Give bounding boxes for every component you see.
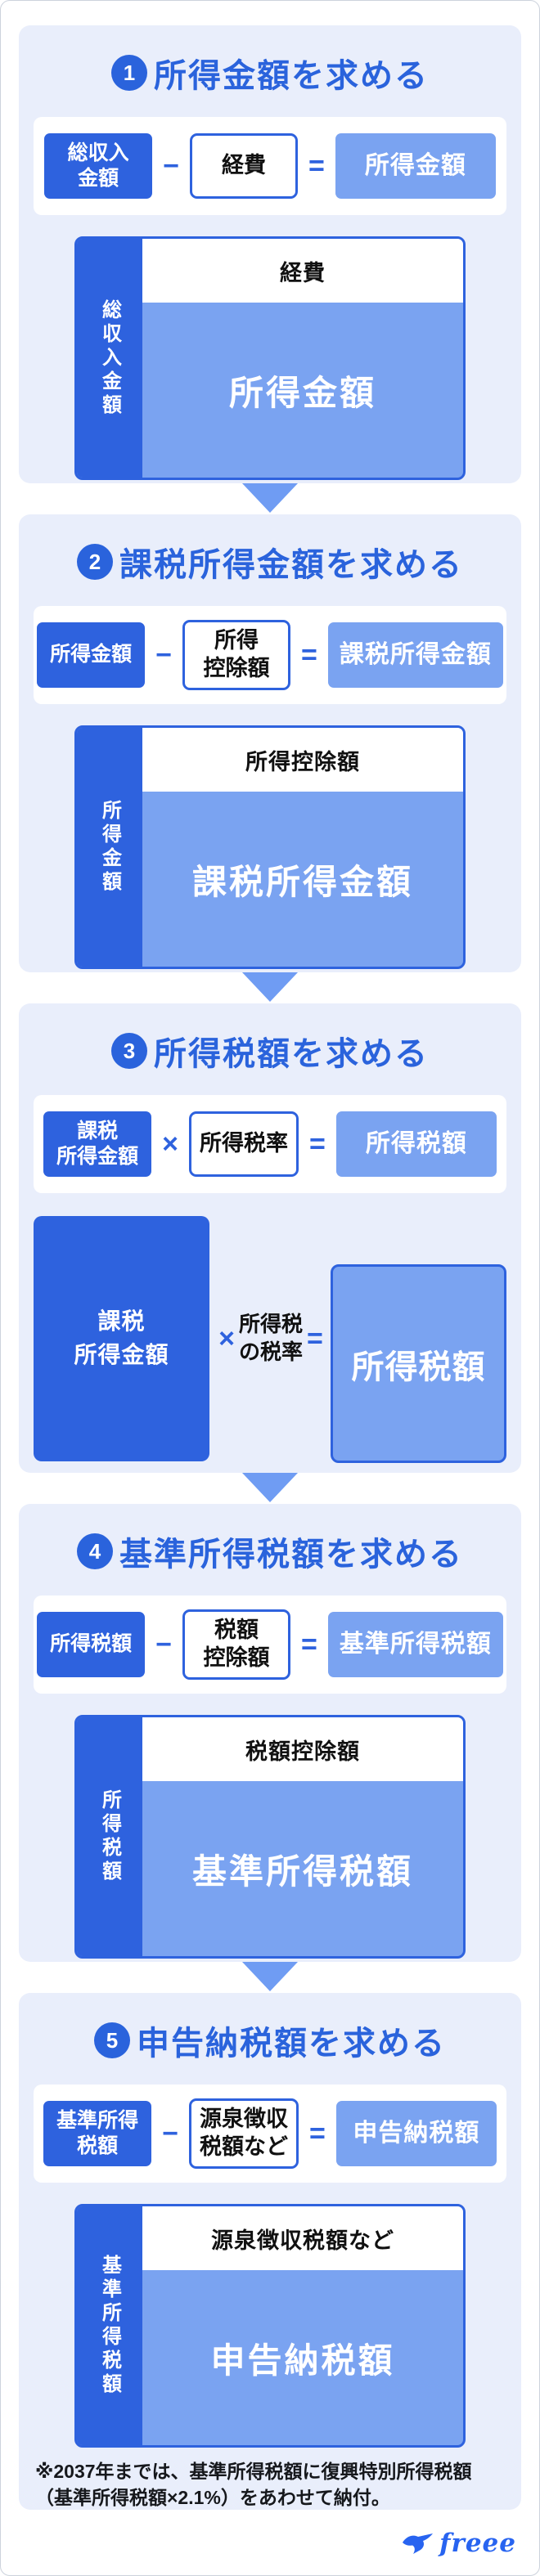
section-step-5: 5 申告納税額を求める 基準所得 税額 − 源泉徴収 税額など = 申告納税額 … bbox=[19, 1993, 521, 2510]
gap-1 bbox=[1, 483, 539, 514]
formula-4-operand2: 税額 控除額 bbox=[182, 1609, 290, 1680]
formula-1-result: 所得金額 bbox=[335, 133, 496, 199]
diagram-1-main-area: 所得金額 bbox=[228, 373, 376, 412]
diagram-step-3: 課税 所得金額 × 所得税 の税率 = 所得税額 bbox=[34, 1216, 506, 1465]
diagram-5-top-band: 源泉徴収税額など bbox=[142, 2206, 463, 2270]
diagram-3-rate-label: 所得税 の税率 bbox=[238, 1312, 303, 1364]
formula-2-result: 課税所得金額 bbox=[327, 622, 503, 688]
step-1-number-badge: 1 bbox=[111, 55, 147, 91]
diagram-step-2: 所得金額 所得控除額 課税所得金額 bbox=[74, 725, 466, 969]
formula-card-5: 基準所得 税額 − 源泉徴収 税額など = 申告納税額 bbox=[34, 2085, 506, 2183]
footnote-line-1: ※2037年までは、基準所得税額に復興特別所得税額 bbox=[35, 2461, 472, 2482]
equals-operator: = bbox=[301, 640, 317, 671]
top-margin bbox=[1, 1, 539, 25]
section-5-title: 5 申告納税額を求める bbox=[34, 2021, 506, 2062]
formula-1-operand1: 総収入 金額 bbox=[44, 133, 153, 199]
section-1-title: 1 所得金額を求める bbox=[34, 53, 506, 94]
diagram-1-top-band: 経費 bbox=[142, 239, 463, 303]
multiply-operator: × bbox=[162, 1129, 178, 1160]
formula-1-operand2: 経費 bbox=[190, 133, 298, 199]
minus-operator: − bbox=[163, 150, 179, 182]
formula-card-3: 課税 所得金額 × 所得税率 = 所得税額 bbox=[34, 1095, 506, 1193]
diagram-5-side-strip: 基準所得税額 bbox=[77, 2206, 142, 2445]
diagram-step-4: 所得税額 税額控除額 基準所得税額 bbox=[74, 1715, 466, 1959]
diagram-2-main-area: 課税所得金額 bbox=[191, 862, 413, 901]
diagram-2-side-strip: 所得金額 bbox=[77, 728, 142, 967]
gap-2 bbox=[1, 972, 539, 1003]
step-5-number-badge: 5 bbox=[94, 2022, 130, 2058]
diagram-3-middle: × 所得税 の税率 = bbox=[209, 1294, 332, 1384]
multiply-operator: × bbox=[218, 1323, 235, 1354]
section-3-title: 3 所得税額を求める bbox=[34, 1031, 506, 1072]
diagram-3-right-box: 所得税額 bbox=[331, 1264, 506, 1463]
section-step-2: 2 課税所得金額を求める 所得金額 − 所得 控除額 = 課税所得金額 所得金額… bbox=[19, 514, 521, 972]
down-arrow-icon bbox=[242, 483, 298, 513]
diagram-2-top-band: 所得控除額 bbox=[142, 728, 463, 792]
equals-operator: = bbox=[308, 150, 325, 182]
diagram-1-side-strip: 総収入金額 bbox=[77, 239, 142, 478]
down-arrow-icon bbox=[242, 1962, 298, 1991]
section-5-title-text: 申告納税額を求める bbox=[137, 2026, 446, 2062]
formula-4-result: 基準所得税額 bbox=[327, 1612, 503, 1677]
formula-2-operand1: 所得金額 bbox=[37, 622, 146, 688]
section-step-1: 1 所得金額を求める 総収入 金額 − 経費 = 所得金額 総収入金額 経費 所… bbox=[19, 25, 521, 483]
freee-swallow-icon bbox=[403, 2533, 434, 2554]
formula-2-operand2: 所得 控除額 bbox=[182, 620, 290, 690]
minus-operator: − bbox=[155, 1629, 172, 1660]
step-3-number-badge: 3 bbox=[111, 1033, 147, 1069]
diagram-4-top-band: 税額控除額 bbox=[142, 1717, 463, 1781]
step-2-number-badge: 2 bbox=[77, 544, 113, 580]
footer-logo: freee bbox=[1, 2510, 539, 2575]
diagram-4-side-strip: 所得税額 bbox=[77, 1717, 142, 1956]
section-1-title-text: 所得金額を求める bbox=[154, 58, 429, 94]
section-2-title: 2 課税所得金額を求める bbox=[34, 542, 506, 583]
section-2-title-text: 課税所得金額を求める bbox=[119, 547, 463, 583]
formula-4-operand1: 所得税額 bbox=[37, 1612, 146, 1677]
step-4-number-badge: 4 bbox=[77, 1533, 113, 1569]
down-arrow-icon bbox=[242, 1473, 298, 1502]
gap-3 bbox=[1, 1473, 539, 1504]
formula-3-operand2: 所得税率 bbox=[189, 1111, 299, 1177]
equals-operator: = bbox=[309, 1129, 326, 1160]
formula-5-result: 申告納税額 bbox=[335, 2101, 497, 2166]
minus-operator: − bbox=[162, 2118, 178, 2149]
formula-card-1: 総収入 金額 − 経費 = 所得金額 bbox=[34, 117, 506, 215]
diagram-3-left-box: 課税 所得金額 bbox=[34, 1216, 209, 1461]
section-step-3: 3 所得税額を求める 課税 所得金額 × 所得税率 = 所得税額 課税 所得金額… bbox=[19, 1003, 521, 1473]
footnote: ※2037年までは、基準所得税額に復興特別所得税額 （基準所得税額×2.1%）を… bbox=[35, 2459, 505, 2510]
formula-5-operand2: 源泉徴収 税額など bbox=[189, 2098, 299, 2169]
down-arrow-icon bbox=[242, 972, 298, 1002]
freee-logo-text: freee bbox=[439, 2529, 516, 2558]
section-3-title-text: 所得税額を求める bbox=[154, 1036, 429, 1072]
diagram-step-1: 総収入金額 経費 所得金額 bbox=[74, 236, 466, 480]
formula-3-result: 所得税額 bbox=[335, 1111, 497, 1177]
formula-5-operand1: 基準所得 税額 bbox=[43, 2101, 152, 2166]
section-4-title: 4 基準所得税額を求める bbox=[34, 1532, 506, 1573]
diagram-5-main-area: 申告納税額 bbox=[210, 2340, 395, 2380]
formula-card-4: 所得税額 − 税額 控除額 = 基準所得税額 bbox=[34, 1595, 506, 1694]
footnote-line-2: （基準所得税額×2.1%）をあわせて納付。 bbox=[35, 2486, 390, 2508]
section-4-title-text: 基準所得税額を求める bbox=[119, 1537, 463, 1573]
section-step-4: 4 基準所得税額を求める 所得税額 − 税額 控除額 = 基準所得税額 所得税額… bbox=[19, 1504, 521, 1962]
equals-operator: = bbox=[307, 1323, 323, 1354]
equals-operator: = bbox=[301, 1629, 317, 1660]
gap-4 bbox=[1, 1962, 539, 1993]
diagram-step-5: 基準所得税額 源泉徴収税額など 申告納税額 bbox=[74, 2204, 466, 2448]
formula-card-2: 所得金額 − 所得 控除額 = 課税所得金額 bbox=[34, 606, 506, 704]
equals-operator: = bbox=[309, 2118, 326, 2149]
formula-3-operand1: 課税 所得金額 bbox=[43, 1111, 152, 1177]
minus-operator: − bbox=[155, 640, 172, 671]
diagram-4-main-area: 基準所得税額 bbox=[191, 1851, 413, 1891]
